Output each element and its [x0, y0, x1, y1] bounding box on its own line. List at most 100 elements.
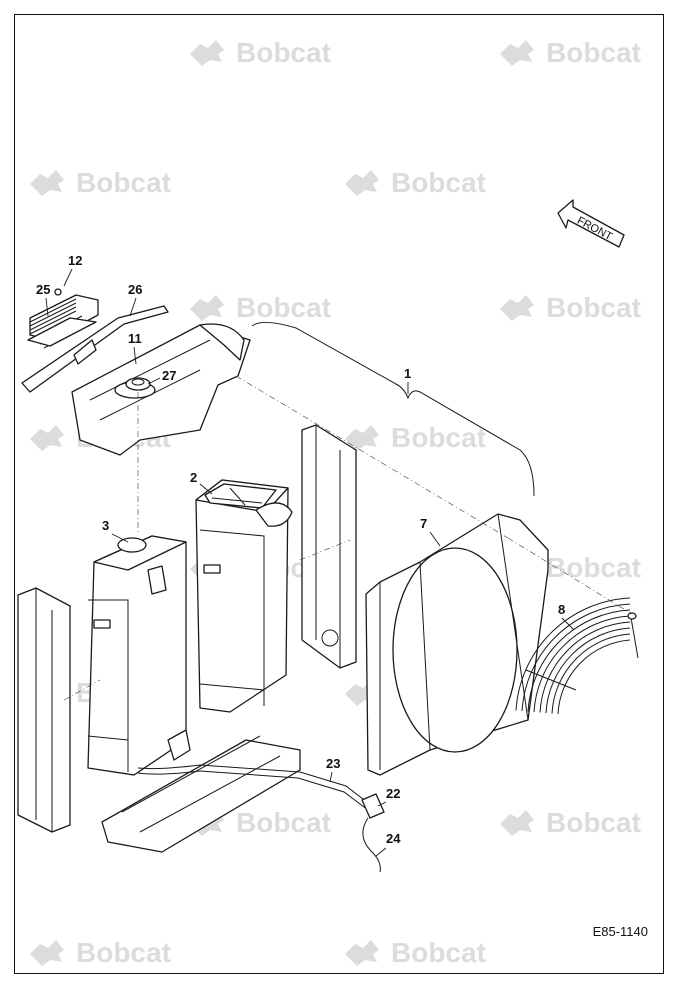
callout-number: 22: [386, 786, 400, 801]
watermark-text: Bobcat: [546, 37, 641, 68]
center-mounting-plate: [301, 424, 357, 669]
watermark-bobcat: Bobcat: [345, 167, 486, 198]
callout-1: 1: [404, 366, 411, 394]
callout-7: 7: [420, 516, 441, 547]
fan-guard-ring: [521, 603, 631, 712]
watermark-bobcat: Bobcat: [500, 292, 641, 323]
callout-number: 1: [404, 366, 411, 381]
watermark-text: Bobcat: [76, 937, 171, 968]
callout-25: 25: [36, 282, 50, 317]
watermark-bobcat: Bobcat: [345, 422, 486, 453]
drawing-frame: [14, 14, 664, 974]
bobcat-logo-icon: [345, 425, 379, 451]
side-panel-left: [17, 587, 71, 833]
watermark-bobcat: Bobcat: [190, 37, 331, 68]
watermark-bobcat: Bobcat: [500, 37, 641, 68]
callout-leader: [375, 847, 387, 857]
part-23-hose: [137, 764, 373, 811]
watermark-text: Bobcat: [546, 552, 641, 583]
callout-leader: [45, 297, 49, 317]
callout-number: 24: [386, 831, 401, 846]
callout-leader: [147, 377, 161, 385]
watermark-text: Bobcat: [391, 167, 486, 198]
watermark-text: Bobcat: [391, 422, 486, 453]
part-3-radiator: [87, 535, 191, 776]
watermark-text: Bobcat: [236, 807, 331, 838]
callout-number: 8: [558, 602, 565, 617]
callout-number: 23: [326, 756, 340, 771]
watermark-text: Bobcat: [546, 807, 641, 838]
part-2-intercooler: [195, 479, 293, 713]
bobcat-logo-icon: [345, 170, 379, 196]
center-lines: [63, 375, 633, 701]
watermark-bobcat: Bobcat: [345, 937, 486, 968]
watermark-text: Bobcat: [391, 937, 486, 968]
watermark-text: Bobcat: [236, 37, 331, 68]
bobcat-logo-icon: [30, 940, 64, 966]
part-24-drain-hose: [362, 817, 381, 873]
callout-number: 27: [162, 368, 176, 383]
bobcat-logo-icon: [190, 40, 224, 66]
callout-number: 25: [36, 282, 50, 297]
callout-number: 7: [420, 516, 427, 531]
watermark-text: Bobcat: [236, 292, 331, 323]
callout-24: 24: [375, 831, 401, 857]
fan-guard-ring: [515, 597, 631, 711]
front-arrow: FRONT: [557, 199, 625, 248]
watermark-bobcat: Bobcat: [30, 937, 171, 968]
callout-8: 8: [558, 602, 575, 631]
part-22-clamp: [361, 793, 385, 819]
watermark-bobcat: Bobcat: [500, 807, 641, 838]
bobcat-logo-icon: [500, 40, 534, 66]
callout-11: 11: [128, 331, 142, 365]
callout-3: 3: [102, 518, 129, 543]
callout-number: 26: [128, 282, 142, 297]
fan-guard-ring: [551, 633, 631, 714]
watermark-bobcat: Bobcat: [190, 292, 331, 323]
part-7-fan-shroud: [365, 513, 549, 776]
bobcat-logo-icon: [30, 425, 64, 451]
fan-guard-strut: [525, 611, 639, 691]
part-25-oil-cooler: [27, 288, 99, 349]
callout-23: 23: [326, 756, 340, 783]
part-11-upper-bracket: [71, 323, 251, 456]
bobcat-logo-icon: [30, 170, 64, 196]
callout-leader: [199, 483, 213, 495]
callout-leader: [561, 617, 575, 631]
watermark-text: Bobcat: [546, 292, 641, 323]
callout-leader: [133, 346, 137, 365]
callout-26: 26: [128, 282, 142, 317]
callout-number: 12: [68, 253, 82, 268]
callout-22: 22: [377, 786, 400, 807]
part-27-cap: [125, 377, 151, 391]
fan-guard-ring: [539, 621, 631, 713]
callout-leader: [429, 531, 441, 547]
callout-number: 11: [128, 331, 142, 346]
fan-guard-ring: [545, 627, 631, 714]
watermark-text: Bobcat: [76, 167, 171, 198]
fan-guard-ring: [527, 609, 631, 712]
drawing-code: E85-1140: [592, 924, 648, 939]
callout-leader: [111, 533, 129, 543]
callout-leader: [329, 771, 333, 783]
bobcat-logo-icon: [500, 295, 534, 321]
callout-leader: [129, 297, 137, 317]
callout-leader: [63, 268, 73, 287]
callout-27: 27: [147, 368, 176, 385]
bobcat-logo-icon: [500, 810, 534, 836]
fan-guard-tab: [627, 612, 637, 620]
part-8-fan-guard: [515, 597, 639, 715]
watermark-bobcat: Bobcat: [30, 167, 171, 198]
fan-guard-ring: [533, 615, 631, 713]
part-1-assembly-brace: [251, 322, 535, 497]
callout-number: 3: [102, 518, 109, 533]
bobcat-logo-icon: [345, 940, 379, 966]
callout-2: 2: [190, 470, 213, 495]
bobcat-logo-icon: [190, 295, 224, 321]
callout-12: 12: [63, 253, 82, 287]
fan-guard-ring: [557, 639, 631, 715]
callout-leader: [377, 801, 387, 807]
part-26-bracket: [21, 305, 169, 393]
